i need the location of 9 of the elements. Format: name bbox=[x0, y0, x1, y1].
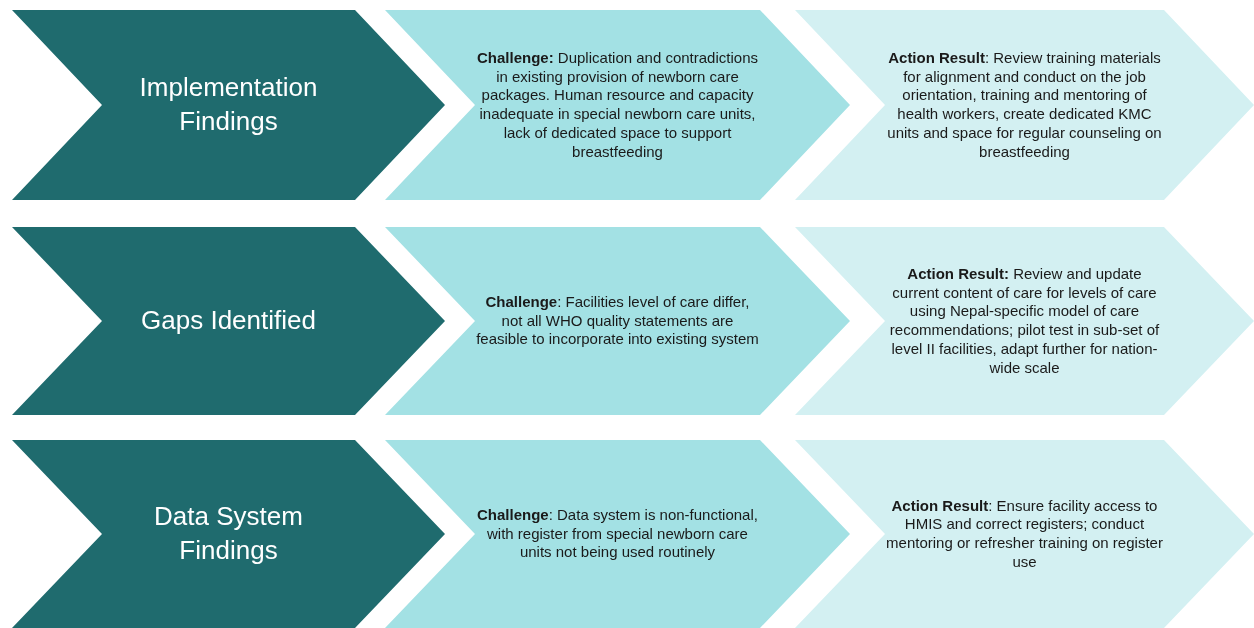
heading-text: Gaps Identified bbox=[141, 304, 316, 338]
challenge-text: Challenge: Duplication and contradictions in existing provision of newborn care packages. Human resource and capacity inadequate in special newborn care units, lack of dedicated space to support breastfeeding bbox=[476, 48, 759, 162]
heading-text: Implementation Findings bbox=[138, 71, 319, 138]
action-text: Action Result: Ensure facility access to HMIS and correct registers; conduct mentoring or refresher training on register use bbox=[885, 496, 1164, 572]
action-text: Action Result: Review training materials for alignment and conduct on the job orientation, training and mentoring of health workers, create dedicated KMC units and space for regular counseling on breastfeeding bbox=[886, 48, 1163, 162]
heading-text: Data System Findings bbox=[153, 500, 304, 567]
challenge-text: Challenge: Facilities level of care differ, not all WHO quality statements are feasible to incorporate into existing system bbox=[475, 292, 760, 350]
challenge-text: Challenge: Data system is non-functional, with register from special newborn care units not being used routinely bbox=[476, 505, 759, 563]
action-text: Action Result: Review and update current content of care for levels of care using Nepal-specific model of care recommendations; pilot test in sub-set of level II facilities, adapt further for nation-wide scale bbox=[888, 264, 1161, 378]
